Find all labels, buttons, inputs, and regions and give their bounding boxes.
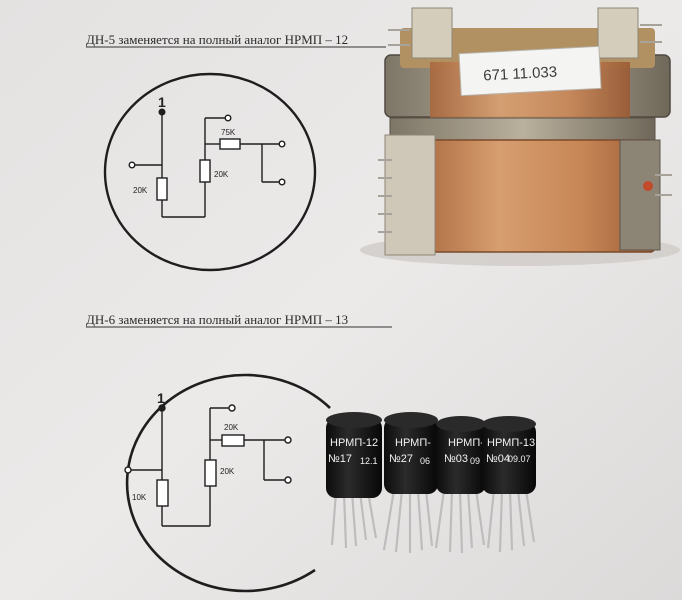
diagram-top-resistor-a: 20K: [133, 186, 148, 195]
diagram-bottom-pin-label: 1: [157, 390, 165, 406]
diagram-bottom-resistor-c: 20K: [220, 467, 235, 476]
component-1-number: №17: [328, 453, 352, 465]
component-1-date: 12.1: [360, 456, 378, 466]
transformer: 671 11.033: [360, 7, 680, 266]
component-4-date: 09.07: [508, 454, 531, 464]
component-2-date: 06: [420, 456, 430, 466]
component-1: НРМП-12 №17 12.1: [326, 412, 382, 549]
diagram-top-resistor-b: 75K: [221, 128, 236, 137]
component-4-model: НРМП-13: [487, 437, 535, 449]
component-2: НРМП- №27 06: [382, 412, 438, 553]
diagram-top-pin-label: 1: [158, 94, 166, 110]
component-3-model: НРМП-1: [448, 437, 490, 449]
component-3-number: №03: [444, 453, 468, 465]
component-2-model: НРМП-: [395, 437, 431, 449]
diagram-top: [103, 72, 317, 272]
transformer-sticker-text: 671 11.033: [483, 64, 558, 85]
component-2-number: №27: [389, 453, 413, 465]
diagram-bottom: [124, 373, 331, 593]
diagram-bottom-resistor-b: 20K: [224, 423, 239, 432]
heading-bottom: ДН-6 заменяется на полный аналог НРМП – …: [86, 312, 348, 327]
component-1-model: НРМП-12: [330, 437, 378, 449]
component-3: НРМП-1 №03 09: [434, 416, 490, 554]
component-3-date: 09: [470, 456, 480, 466]
diagram-top-resistor-c: 20K: [214, 170, 229, 179]
component-4: НРМП-13 №04 09.07: [482, 416, 536, 553]
diagram-bottom-resistor-a: 10K: [132, 493, 147, 502]
heading-top: ДН-5 заменяется на полный аналог НРМП – …: [86, 32, 348, 47]
component-4-number: №04: [486, 453, 510, 465]
